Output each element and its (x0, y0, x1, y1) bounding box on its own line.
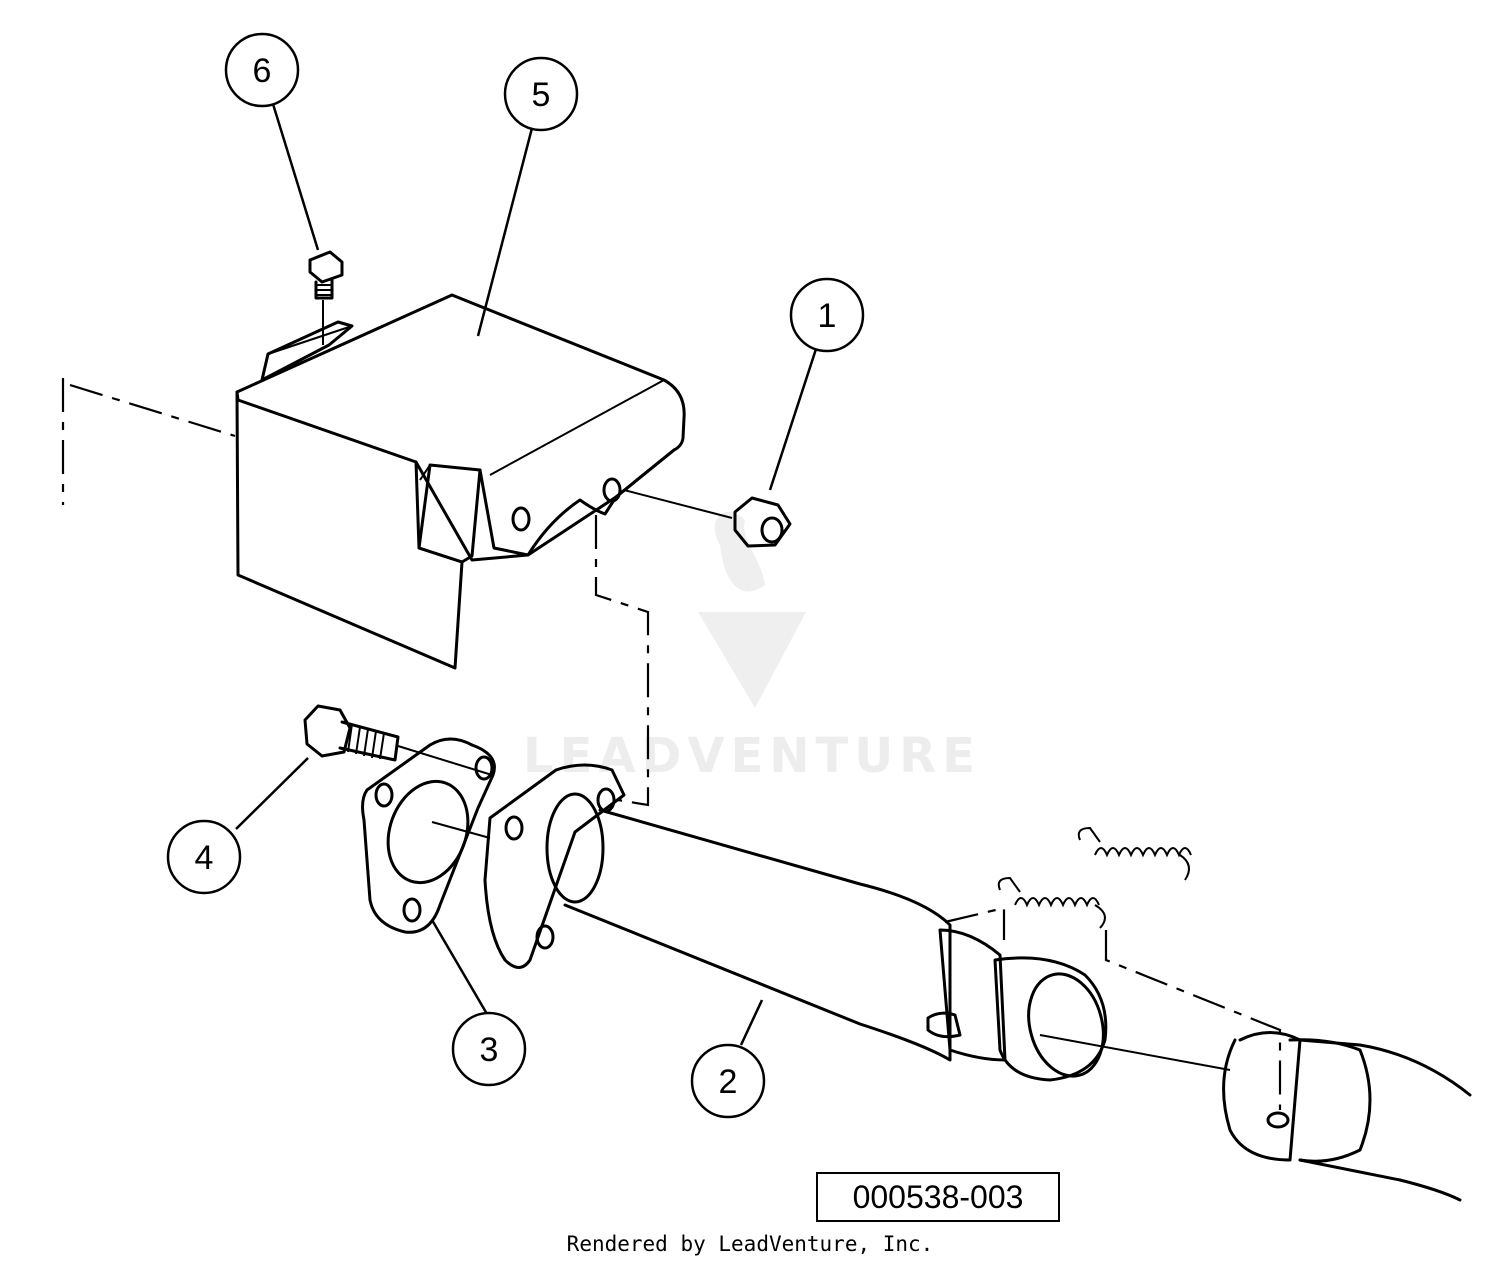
watermark-text: LEADVENTURE (523, 728, 981, 784)
watermark-logo: LEADVENTURE (523, 511, 981, 784)
muffler-inlet-pipe (1222, 1031, 1472, 1202)
callout-5: 5 (503, 56, 579, 132)
render-credit: Rendered by LeadVenture, Inc. (566, 1232, 934, 1256)
gasket (361, 737, 496, 934)
flange-bolt (303, 704, 400, 762)
callout-3: 3 (451, 1011, 527, 1087)
callout-2-label: 2 (719, 1063, 738, 1101)
callout-2: 2 (690, 1043, 766, 1119)
callout-6-label: 6 (253, 52, 272, 90)
callout-1-label: 1 (818, 297, 837, 335)
spring-upper (1077, 826, 1192, 881)
callout-3-label: 3 (480, 1031, 499, 1069)
shield-bolt (308, 250, 344, 345)
callout-6: 6 (224, 32, 300, 108)
lock-nut (623, 489, 792, 548)
exhaust-pipe (483, 763, 1108, 1082)
callout-4: 4 (166, 819, 242, 895)
assembly-lines (61, 378, 1282, 1110)
callout-5-label: 5 (532, 76, 551, 114)
diagram-part-code: 000538-003 (816, 1172, 1060, 1222)
leader-lines (235, 103, 818, 1046)
callout-4-label: 4 (195, 839, 214, 877)
callout-1: 1 (789, 277, 865, 353)
spring-lower (997, 876, 1106, 929)
heat-shield (235, 293, 686, 670)
